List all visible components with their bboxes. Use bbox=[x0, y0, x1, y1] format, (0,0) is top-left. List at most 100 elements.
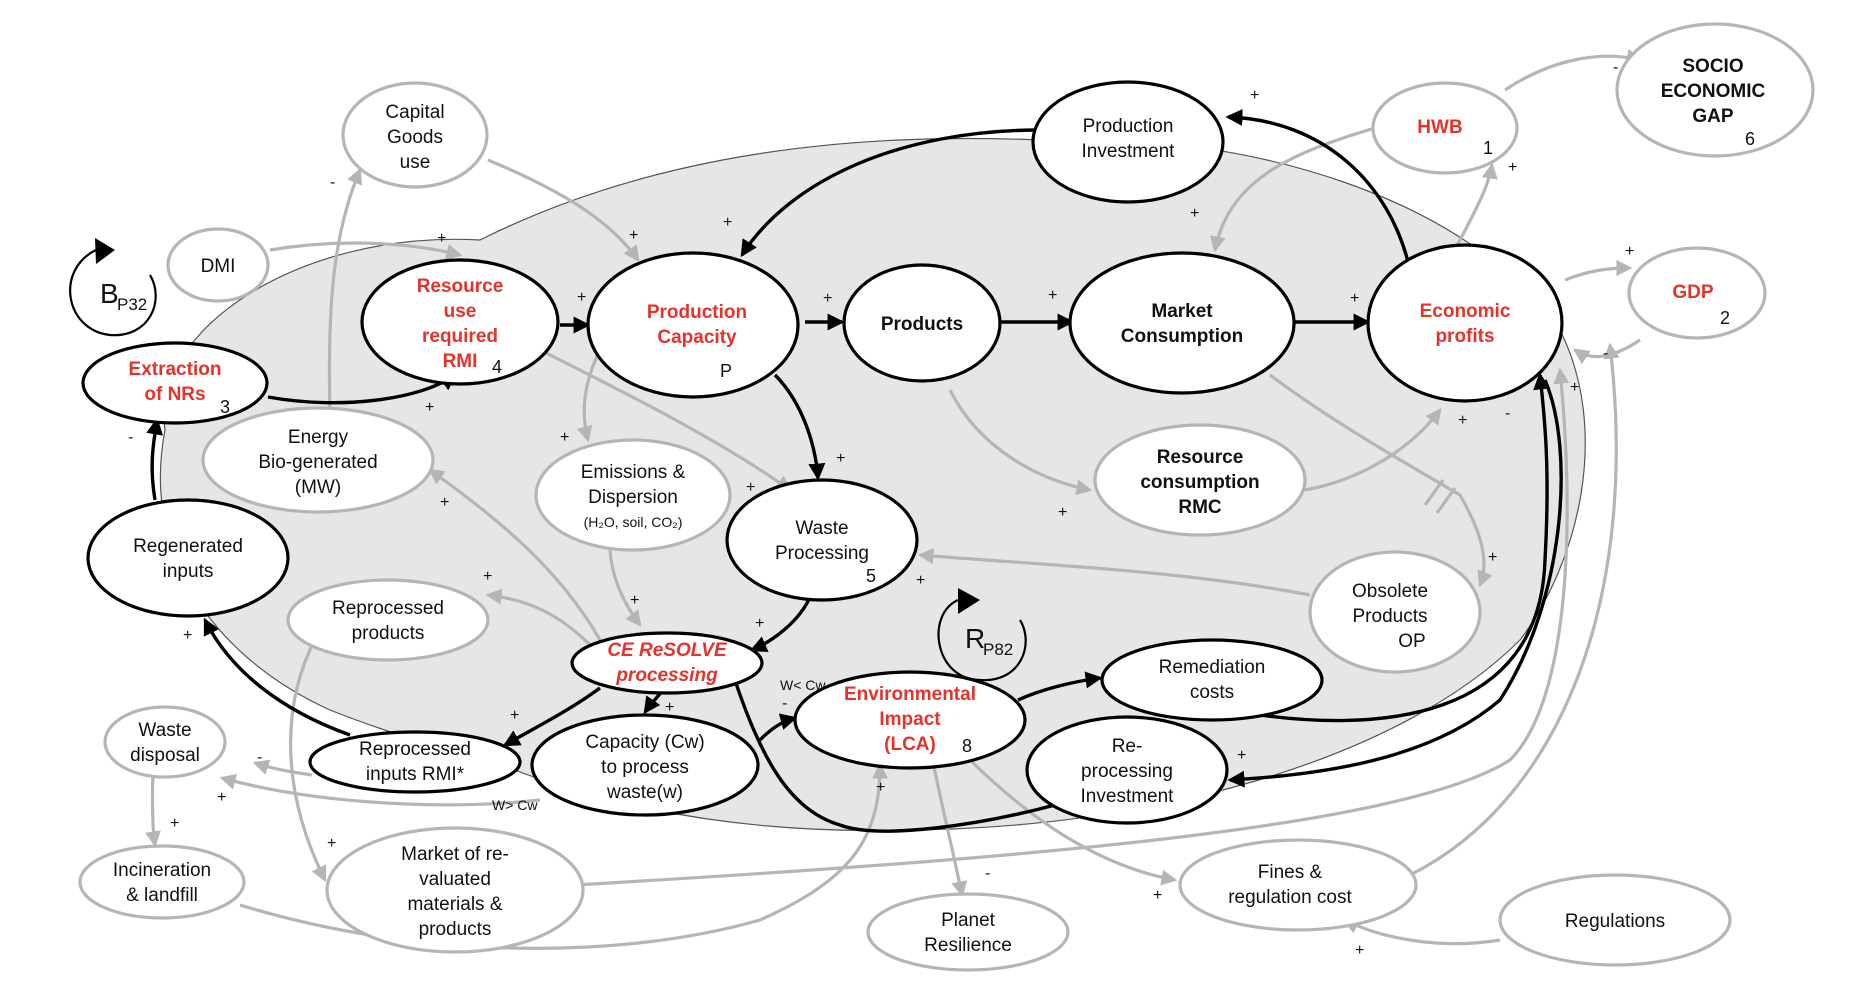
svg-text:2: 2 bbox=[1720, 308, 1730, 328]
edges-gray bbox=[145, 48, 1643, 950]
edge-label-w-greater-cw: W> Cw bbox=[492, 797, 538, 813]
edge-label-w-less-cw: W< Cw bbox=[780, 677, 826, 693]
sign-plus: + bbox=[425, 399, 434, 416]
sign-plus: + bbox=[170, 815, 179, 832]
loop-b-subscript: P32 bbox=[117, 295, 147, 314]
edge-ce-to-energy bbox=[428, 468, 602, 641]
svg-text:4: 4 bbox=[492, 357, 502, 377]
sign-plus: + bbox=[876, 779, 885, 796]
sign-plus: + bbox=[1350, 290, 1359, 307]
loop-r-label: R bbox=[965, 623, 985, 654]
sign-plus: + bbox=[437, 230, 446, 247]
edge-profits-to-reprocessing-investment bbox=[1227, 379, 1563, 788]
sign-plus: + bbox=[755, 615, 764, 632]
sign-plus: + bbox=[1355, 942, 1364, 959]
sign-plus: + bbox=[1058, 504, 1067, 521]
edge-impact-to-fines bbox=[963, 753, 1178, 886]
edge-regulations-to-fines bbox=[1342, 918, 1501, 946]
edge-emissions-to-ce bbox=[608, 549, 642, 627]
svg-text:DMI: DMI bbox=[201, 256, 236, 277]
svg-text:HWB: HWB bbox=[1417, 117, 1462, 138]
loop-b-p32: B P32 bbox=[69, 238, 157, 337]
sign-minus: - bbox=[1603, 345, 1608, 362]
svg-text:Emissions &Dispersion: Emissions &Dispersion bbox=[581, 462, 686, 508]
svg-text:5: 5 bbox=[866, 566, 876, 586]
sign-plus: + bbox=[1153, 887, 1162, 904]
sign-plus: + bbox=[1488, 549, 1497, 566]
edge-capital-to-production bbox=[487, 158, 640, 262]
loop-r-p82: R P82 bbox=[937, 588, 1027, 682]
edge-ce-to-reprocessed-products bbox=[485, 588, 592, 647]
node-regulations: Regulations bbox=[1498, 873, 1732, 967]
node-incineration-landfill: Incineration& landfill bbox=[78, 844, 246, 920]
sign-plus: + bbox=[1570, 379, 1579, 396]
edge-production-to-waste bbox=[773, 373, 826, 481]
edge-ce-to-reprocessed-inputs bbox=[502, 686, 602, 747]
edge-disposal-to-incineration bbox=[145, 769, 161, 848]
edge-fines-to-profits bbox=[1409, 342, 1620, 877]
svg-text:3: 3 bbox=[220, 397, 230, 417]
edge-market-to-obsolete bbox=[1269, 373, 1493, 588]
svg-text:(H₂O, soil, CO₂): (H₂O, soil, CO₂) bbox=[584, 514, 683, 530]
edge-profits-to-production-investment bbox=[1225, 108, 1412, 271]
edge-reprocessed-inputs-to-disposal bbox=[252, 759, 313, 777]
edge-gdp-to-profits bbox=[1573, 338, 1641, 365]
sign-plus: + bbox=[327, 835, 336, 852]
delay-mark bbox=[1423, 479, 1457, 514]
svg-text:Regulations: Regulations bbox=[1565, 911, 1665, 932]
edge-profits-to-hwb bbox=[1453, 162, 1498, 251]
svg-text:GDP: GDP bbox=[1672, 282, 1714, 303]
sign-plus: + bbox=[1458, 412, 1467, 429]
edge-market-to-profits bbox=[574, 367, 1570, 887]
svg-text:Fines &regulation cost: Fines &regulation cost bbox=[1228, 862, 1352, 908]
edge-capacity-to-disposal bbox=[219, 773, 541, 807]
edge-reprocessed-products-to-market bbox=[289, 629, 327, 883]
node-fines-regulation-cost: Fines &regulation cost bbox=[1178, 838, 1418, 932]
node-dmi: DMI bbox=[166, 227, 270, 303]
edge-remediation-to-profits bbox=[1239, 372, 1551, 723]
sign-plus: + bbox=[510, 707, 519, 724]
edge-reprocessed-inputs-to-regenerated bbox=[203, 617, 351, 737]
sign-plus: + bbox=[746, 479, 755, 496]
sign-minus: - bbox=[782, 695, 787, 712]
sign-plus: + bbox=[483, 568, 492, 585]
sign-plus: + bbox=[1048, 287, 1057, 304]
loop-r-subscript: P82 bbox=[983, 640, 1013, 659]
sign-plus: + bbox=[836, 450, 845, 467]
polarity-signs: + - + - + + + + + + + + + - + + - + + + … bbox=[128, 59, 1634, 959]
sign-plus: + bbox=[440, 494, 449, 511]
edge-rmi-to-waste bbox=[539, 348, 792, 492]
edges-black bbox=[146, 108, 1563, 833]
sign-minus: - bbox=[1505, 405, 1510, 422]
